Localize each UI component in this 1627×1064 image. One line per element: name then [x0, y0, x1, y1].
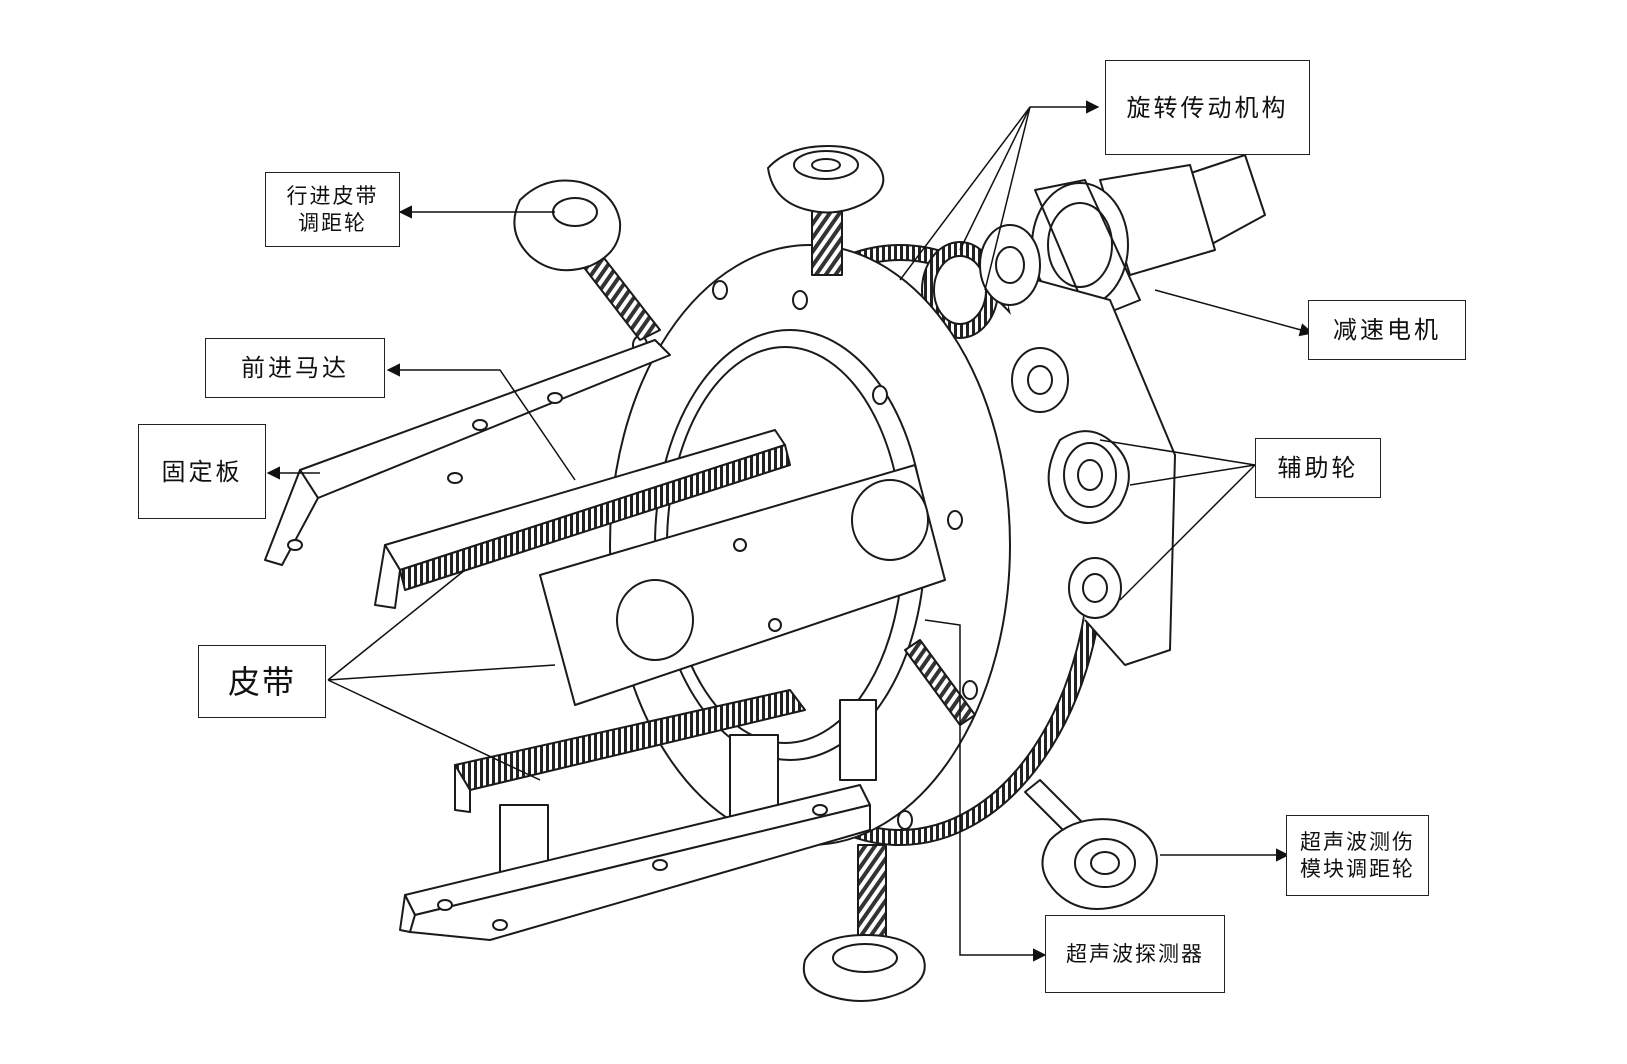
label-rotary-drive: 旋转传动机构: [1105, 60, 1310, 155]
top-adjust-knob: [767, 145, 885, 276]
label-belt: 皮带: [198, 645, 326, 718]
belt-adjust-knob: [513, 179, 661, 341]
aux-wheel-lower: [1068, 557, 1122, 619]
bottom-base-plate: [399, 784, 871, 941]
aux-wheel-middle: [1047, 430, 1130, 524]
reduction-motor-body: [1031, 154, 1266, 321]
leader-forward-motor: [386, 363, 576, 481]
leader-ultrasonic-probe: [924, 619, 1047, 962]
label-fixed-plate: 固定板: [138, 424, 266, 519]
label-probe-adjust-wheel: 超声波测伤 模块调距轮: [1286, 815, 1429, 896]
aux-wheel-upper: [1011, 347, 1069, 413]
label-aux-wheel: 辅助轮: [1255, 438, 1381, 498]
label-forward-motor: 前进马达: [205, 338, 385, 398]
drive-pinion: [921, 224, 1041, 339]
belt-module-bottom: [454, 689, 806, 813]
leader-lines: [266, 100, 1314, 962]
ultrasonic-sensor-plate: [539, 464, 946, 706]
label-belt-adjust-wheel: 行进皮带 调距轮: [265, 172, 400, 247]
fixed-plate-top: [264, 339, 671, 566]
bottom-adjust-knob: [802, 844, 926, 1002]
belt-module-top: [374, 429, 791, 609]
label-reduction-motor: 减速电机: [1308, 300, 1466, 360]
label-ultrasonic-probe: 超声波探测器: [1045, 915, 1225, 993]
probe-adjust-knob: [1024, 779, 1158, 910]
